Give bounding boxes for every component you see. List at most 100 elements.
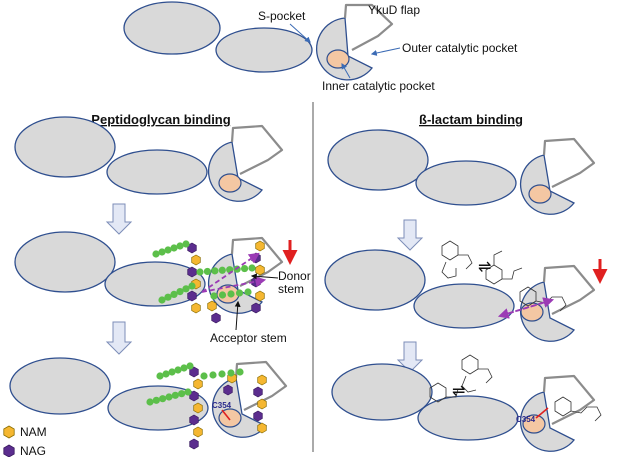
- outer-pocket-label: Outer catalytic pocket: [402, 41, 518, 55]
- peptide-stem-residue: [168, 368, 176, 376]
- nag-sugar: [189, 414, 199, 426]
- nam-sugar: [207, 300, 217, 312]
- peptide-stem-residue: [240, 264, 249, 273]
- nam-sugar: [255, 240, 265, 252]
- nam-sugar: [191, 302, 201, 314]
- acceptor-stem-pointer: [234, 300, 241, 331]
- peptide-stem-residue: [164, 293, 172, 301]
- peptide-stem-residue: [152, 396, 160, 404]
- legend-nam-label: NAM: [20, 425, 47, 439]
- ykud-flap-label: YkuD flap: [368, 3, 420, 17]
- peptidoglycan-left-row3: [146, 362, 267, 450]
- left-row1-protein: [14, 116, 284, 202]
- nam-sugar: [257, 398, 267, 410]
- nag-sugar: [223, 384, 233, 396]
- peptide-stem-residue: [164, 246, 172, 254]
- peptide-stem-residue: [218, 370, 226, 378]
- left-row3-protein: [9, 357, 288, 438]
- nag-sugar: [253, 386, 263, 398]
- nag-sugar: [251, 302, 261, 314]
- peptide-stem-residue: [152, 250, 160, 258]
- c354-bond-right: [535, 407, 549, 419]
- peptide-stem-residue: [227, 290, 235, 298]
- purple-motion-arrow: [201, 252, 260, 293]
- peptide-stem-residue: [203, 267, 212, 276]
- left-panel-title: Peptidoglycan binding: [91, 112, 230, 127]
- s-pocket-label: S-pocket: [258, 9, 306, 23]
- peptide-stem-residue: [162, 370, 170, 378]
- c354-bond-left: [221, 409, 231, 421]
- peptide-stem-residue: [170, 244, 178, 252]
- nam-sugar: [193, 426, 203, 438]
- overview-labels: S-pocket YkuD flap Outer catalytic pocke…: [258, 3, 518, 93]
- peptide-stem-residue: [188, 282, 196, 290]
- peptide-stem-residue: [156, 372, 164, 380]
- peptide-stem-residue: [158, 296, 166, 304]
- c354-label-left: C354: [212, 401, 232, 410]
- peptide-stem-residue: [211, 267, 219, 275]
- overview-protein: [123, 1, 394, 81]
- down-arrow-left-2: [105, 321, 133, 355]
- nag-sugar: [253, 410, 263, 422]
- nag-sugar: [187, 290, 197, 302]
- donor-stem-pointer: [250, 273, 279, 280]
- peptide-stem-residue: [196, 268, 204, 276]
- peptide-stem-residue: [176, 288, 184, 296]
- down-arrow-right-1: [396, 219, 424, 251]
- beta-lactam-molecule-row3: ⇌: [429, 354, 602, 422]
- peptide-stem-residue: [165, 393, 173, 401]
- peptide-stem-residue: [210, 292, 218, 300]
- acceptor-stem-label: Acceptor stem: [210, 331, 287, 345]
- peptide-stem-residue: [146, 398, 154, 406]
- nam-sugar: [193, 402, 203, 414]
- peptide-stem-residue: [248, 264, 256, 272]
- beta-lactam-molecule-row2: ⇌: [441, 240, 567, 312]
- right-row2-protein: [324, 249, 596, 342]
- peptide-stem-residue: [209, 371, 217, 379]
- c354-label-right: C354: [516, 415, 536, 424]
- peptide-stem-residue: [180, 364, 188, 372]
- peptide-stem-residue: [186, 362, 194, 370]
- legend-nag-label: NAG: [20, 444, 46, 457]
- inner-pocket-label: Inner catalytic pocket: [322, 79, 435, 93]
- peptide-stem-residue: [218, 266, 226, 274]
- peptide-stem-residue: [178, 390, 186, 398]
- peptide-stem-residue: [159, 395, 167, 403]
- nag-sugar: [187, 266, 197, 278]
- peptide-stem-residue: [227, 369, 235, 377]
- nam-sugar: [255, 264, 265, 276]
- peptide-stem-residue: [171, 391, 179, 399]
- peptide-stem-residue: [182, 240, 190, 248]
- nag-sugar: [211, 312, 221, 324]
- purple-motion-arrow-right-2: [497, 299, 553, 319]
- peptide-stem-residue: [184, 388, 192, 396]
- right-panel-title: ß-lactam binding: [419, 112, 523, 127]
- peptide-stem-residue: [158, 248, 166, 256]
- peptide-stem-residue: [182, 285, 190, 293]
- peptide-stem-residue: [174, 366, 182, 374]
- down-arrow-left-1: [105, 203, 133, 235]
- peptide-stem-residue: [218, 291, 227, 299]
- peptide-stem-residue: [236, 368, 244, 376]
- nam-icon: [3, 425, 15, 439]
- peptide-stem-residue: [170, 290, 178, 298]
- down-arrow-right-2: [396, 341, 424, 373]
- left-row2-protein: [14, 231, 284, 314]
- purple-motion-arrow-2: [201, 276, 267, 293]
- right-row3-protein: [331, 363, 596, 452]
- peptide-stem-residue: [200, 372, 208, 380]
- legend: NAM NAG: [3, 425, 47, 457]
- peptide-stem-residue: [176, 242, 184, 250]
- nam-sugar: [255, 290, 265, 302]
- svg-text:⇌: ⇌: [478, 259, 491, 276]
- nag-icon: [3, 444, 15, 457]
- svg-text:⇌: ⇌: [452, 383, 465, 400]
- nam-sugar: [193, 378, 203, 390]
- nam-sugar: [191, 254, 201, 266]
- peptide-stem-residue: [235, 289, 244, 297]
- nam-sugar: [257, 422, 267, 434]
- peptide-stem-residue: [244, 288, 252, 296]
- nag-sugar: [189, 438, 199, 450]
